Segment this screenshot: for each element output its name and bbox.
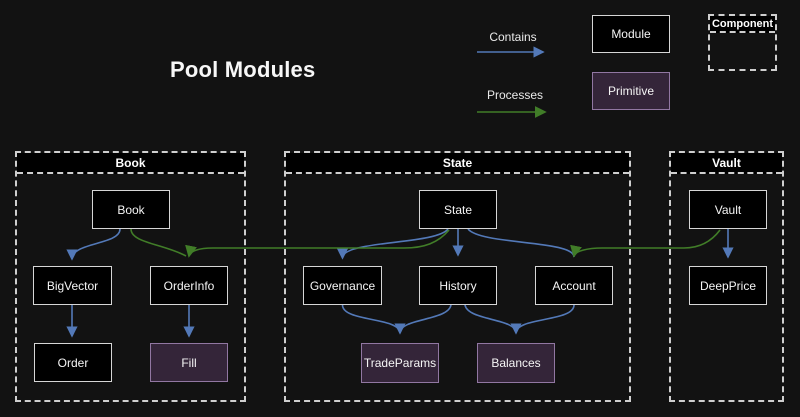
node-history: History (419, 266, 497, 305)
section-state-title: State (286, 153, 629, 174)
node-order: Order (34, 343, 112, 382)
legend-processes-label: Processes (486, 88, 544, 102)
node-book: Book (92, 190, 170, 229)
node-fill: Fill (150, 343, 228, 382)
legend-module-swatch: Module (592, 15, 670, 53)
node-vault: Vault (689, 190, 767, 229)
legend-component-label: Component (710, 16, 775, 33)
node-bigvector: BigVector (33, 266, 112, 305)
section-book-title: Book (17, 153, 244, 174)
legend-primitive-label: Primitive (607, 84, 654, 98)
legend-primitive-swatch: Primitive (592, 72, 670, 110)
node-governance: Governance (303, 266, 382, 305)
section-vault: Vault (669, 151, 784, 402)
section-book: Book (15, 151, 246, 402)
node-state: State (419, 190, 497, 229)
legend-component-swatch: Component (708, 14, 777, 71)
node-deepprice: DeepPrice (689, 266, 767, 305)
node-balances: Balances (477, 343, 555, 383)
node-tradeparams: TradeParams (361, 343, 439, 383)
diagram-title: Pool Modules (170, 57, 316, 82)
section-state: State (284, 151, 631, 402)
node-orderinfo: OrderInfo (150, 266, 228, 305)
node-account: Account (535, 266, 613, 305)
legend-module-label: Module (611, 27, 651, 41)
legend-contains-label: Contains (489, 30, 537, 44)
section-vault-title: Vault (671, 153, 782, 174)
